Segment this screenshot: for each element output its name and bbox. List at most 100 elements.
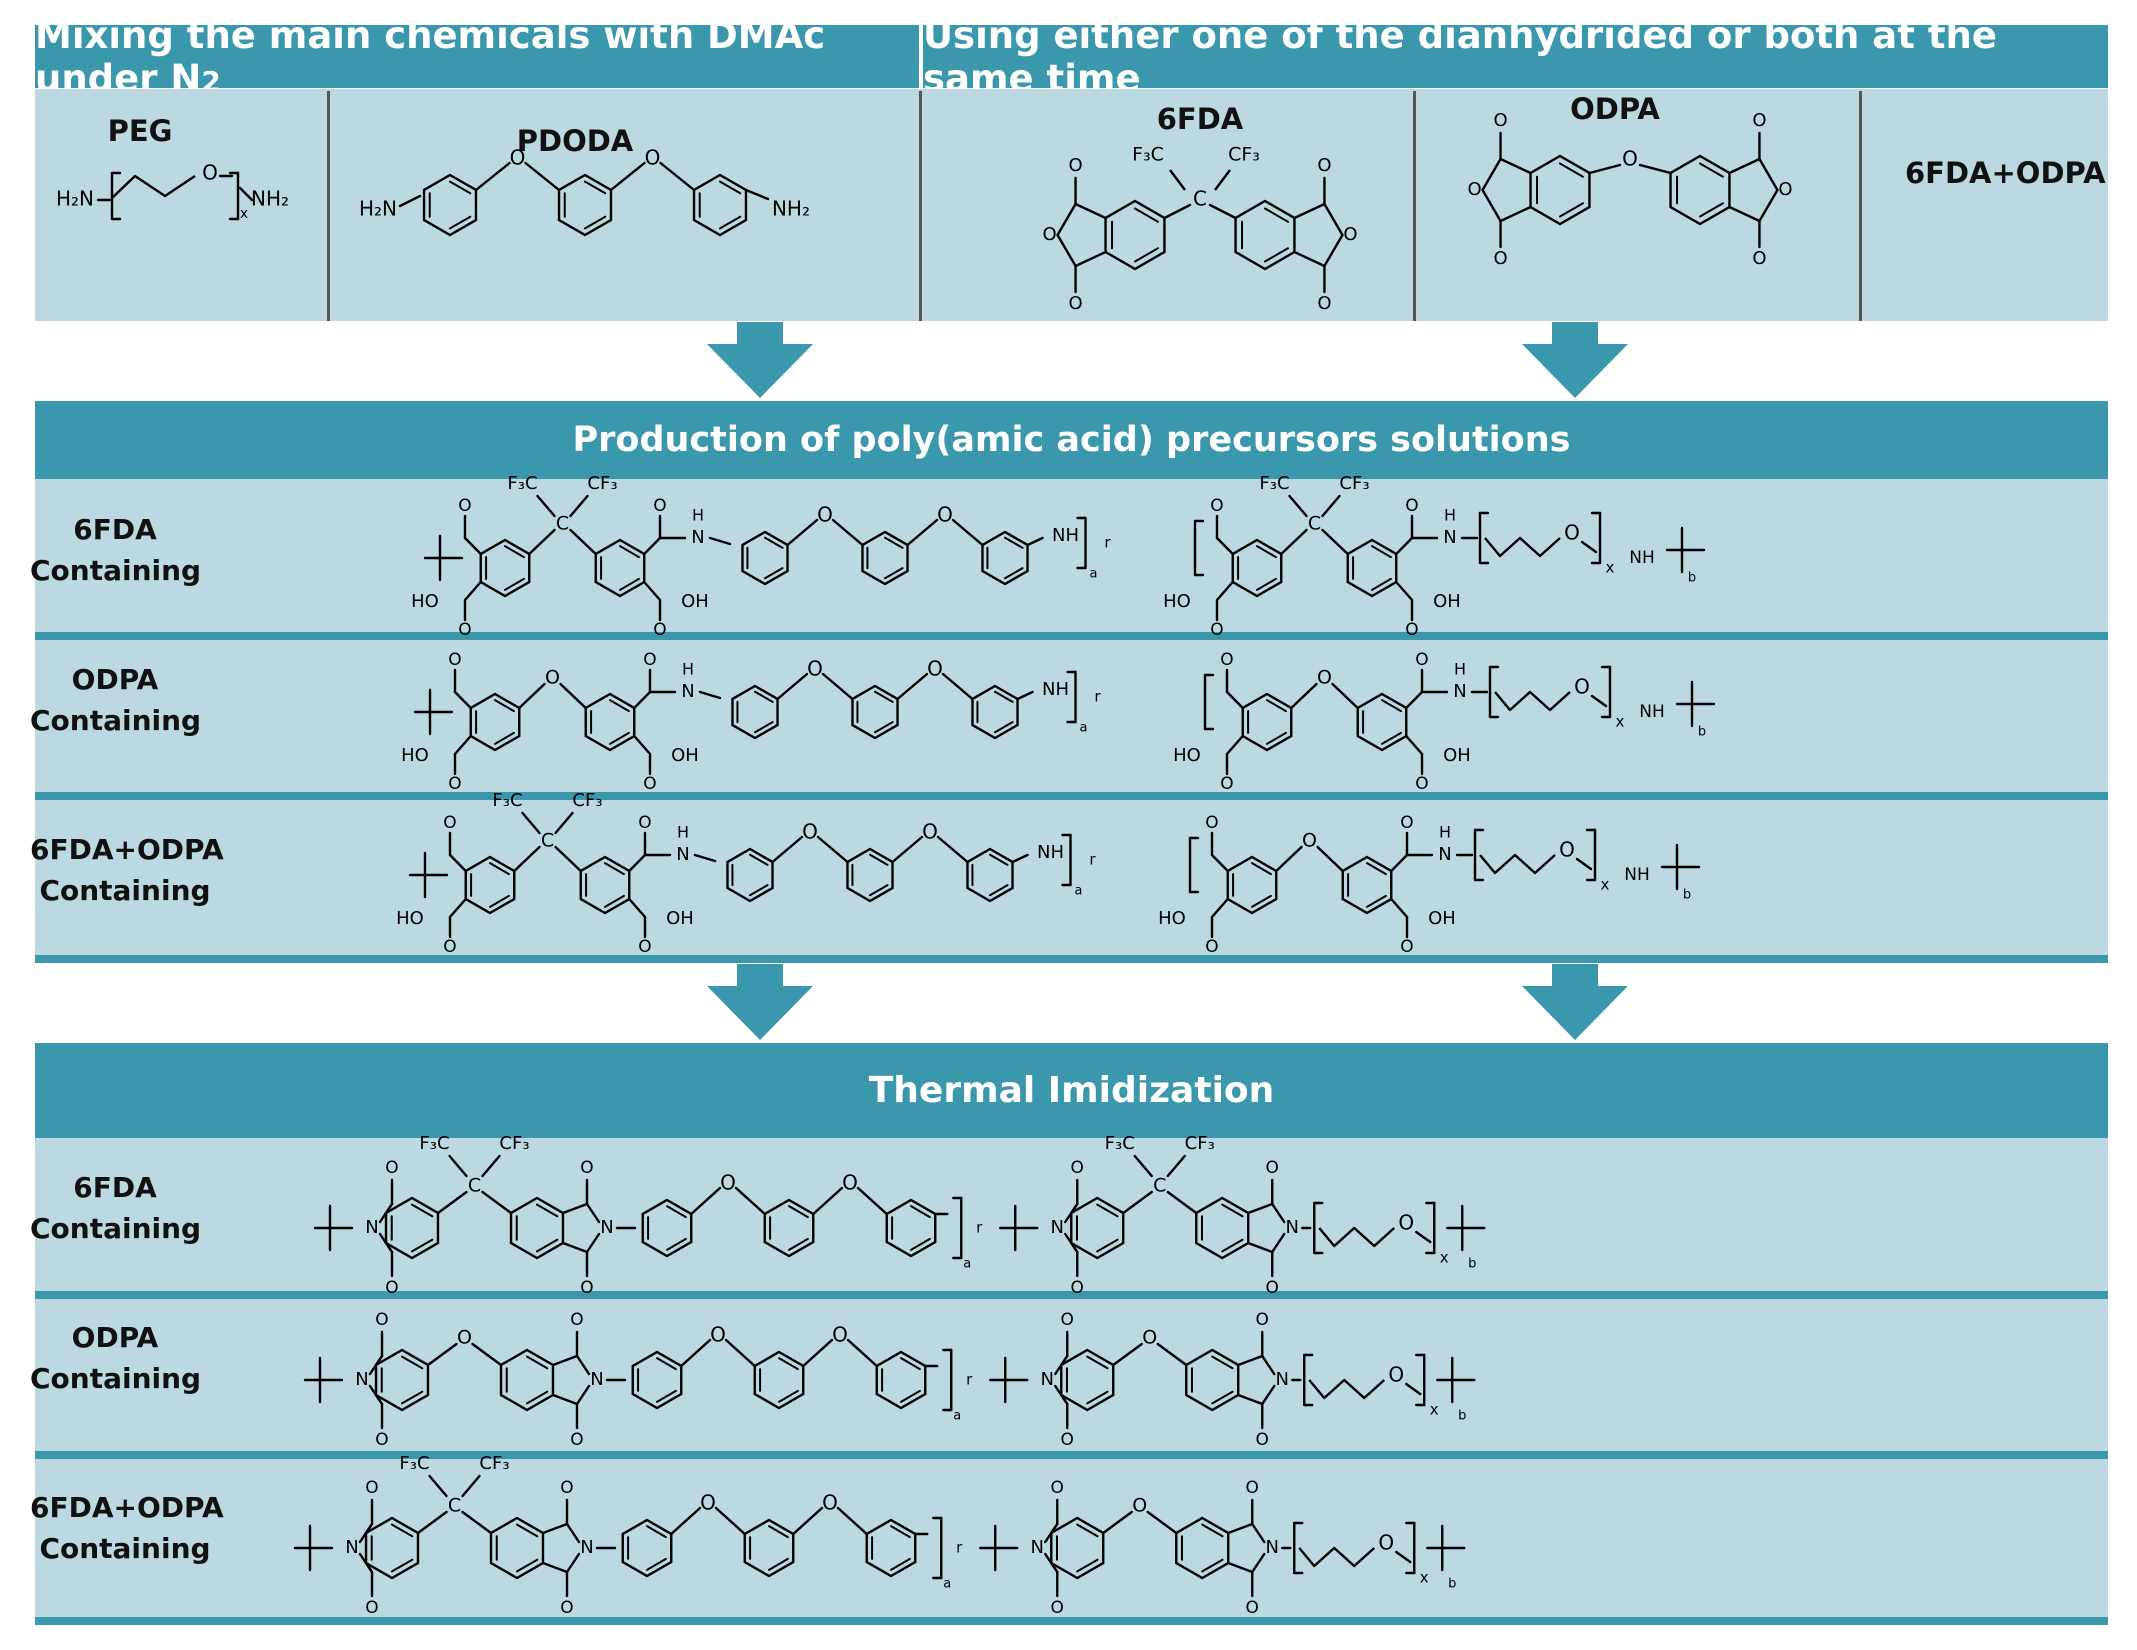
bond-478	[1076, 1558, 1099, 1573]
bond-31	[1056, 233, 1077, 268]
atom-o: O	[807, 657, 823, 681]
bond-215	[513, 845, 541, 873]
bond-312	[734, 1186, 766, 1216]
bond-464	[836, 1506, 868, 1536]
bond-102	[1026, 536, 1044, 547]
bond-119	[1215, 536, 1234, 556]
bond-288	[536, 1203, 559, 1218]
bond-228	[693, 853, 717, 863]
bond-331	[1221, 1238, 1244, 1253]
bond-333	[1122, 1190, 1153, 1215]
stage3-row-2	[35, 1299, 2108, 1451]
bond-295	[561, 1202, 589, 1215]
atom-o: O	[832, 1323, 848, 1347]
bond-377	[656, 1357, 677, 1371]
atom-o: O	[1220, 650, 1233, 670]
bond-113	[1371, 577, 1392, 591]
atom-h: H	[1444, 506, 1456, 525]
atom-c: C	[541, 830, 554, 852]
atom-oh: OH	[681, 591, 709, 612]
bond-368	[426, 1342, 458, 1367]
bond-292	[448, 1154, 468, 1178]
atom-f3c: F₃C	[419, 1133, 449, 1154]
atom-x: x	[1606, 559, 1615, 577]
atom-o: O	[375, 1310, 388, 1330]
bond-217	[554, 811, 574, 835]
bond-235	[989, 853, 1009, 866]
benzene-ring	[846, 847, 894, 903]
atom-o: O	[1317, 667, 1332, 689]
bond-303	[666, 1237, 687, 1251]
bond-238	[771, 835, 804, 864]
atom-o: O	[922, 820, 938, 844]
bond-85	[643, 580, 662, 602]
atom-n: N	[691, 527, 704, 548]
bond-241	[936, 835, 969, 864]
bond-73	[619, 577, 640, 591]
atom-x: x	[1430, 1401, 1439, 1419]
bond-232	[869, 853, 889, 866]
bond-236	[989, 884, 1009, 897]
bond-44	[1208, 203, 1237, 220]
bond-219	[448, 853, 467, 873]
bond-372	[575, 1354, 591, 1376]
bond-112	[1371, 545, 1392, 559]
bond-250	[1251, 894, 1272, 908]
benzene-ring	[464, 855, 516, 915]
atom-o: O	[1246, 1598, 1259, 1618]
benzene-ring	[1175, 1516, 1230, 1580]
bond-285	[411, 1203, 434, 1218]
bond-458	[890, 1525, 911, 1539]
bond-444	[461, 1510, 493, 1535]
bond-9	[238, 186, 254, 202]
atom-b: b	[1688, 571, 1696, 586]
chain-495	[1298, 1546, 1376, 1568]
atom-r: r	[1104, 534, 1111, 552]
atom-o: O	[1493, 248, 1507, 269]
atom-o: O	[365, 1598, 378, 1618]
bond-159	[754, 690, 774, 703]
atom-o: O	[1302, 830, 1317, 852]
stage2-divider-1	[35, 632, 2108, 640]
bond-402	[1086, 1355, 1109, 1370]
atom-o: O	[1205, 937, 1218, 957]
atom-o: O	[1246, 1478, 1259, 1498]
atom-r: r	[976, 1219, 983, 1237]
atom-o: O	[1042, 224, 1056, 245]
atom-o: O	[1400, 937, 1413, 957]
header-separator	[919, 25, 922, 88]
bond-96	[1004, 567, 1024, 580]
benzene-ring	[594, 538, 646, 598]
bond-88	[708, 536, 732, 546]
atom-o: O	[1132, 1495, 1147, 1517]
bond-109	[1256, 545, 1277, 559]
bond-90	[764, 567, 784, 580]
bond-48	[1559, 202, 1584, 218]
bond-162	[874, 690, 894, 703]
bond-83	[643, 536, 662, 556]
stage1-header-left-text: Mixing the main chemicals with DMAc unde…	[35, 13, 826, 100]
atom-o: O	[1622, 147, 1638, 171]
atom-o: O	[202, 161, 218, 185]
atom-nh: NH	[1639, 702, 1665, 722]
atom-o: O	[1467, 179, 1481, 200]
atom-c: C	[556, 513, 569, 535]
chain-45	[1169, 169, 1186, 191]
bond-191	[1405, 690, 1424, 710]
stage3-divider-2	[35, 1451, 2108, 1459]
bond-252	[1366, 862, 1387, 876]
chain-270	[1479, 853, 1556, 875]
atom-x: x	[1440, 1249, 1449, 1267]
fda6-label: 6FDA	[1156, 102, 1244, 136]
bond-485	[1227, 1522, 1254, 1535]
atom-o: O	[580, 1158, 593, 1178]
atom-o: O	[1068, 293, 1082, 314]
atom-a: a	[1090, 567, 1098, 582]
bond-363	[401, 1390, 424, 1405]
